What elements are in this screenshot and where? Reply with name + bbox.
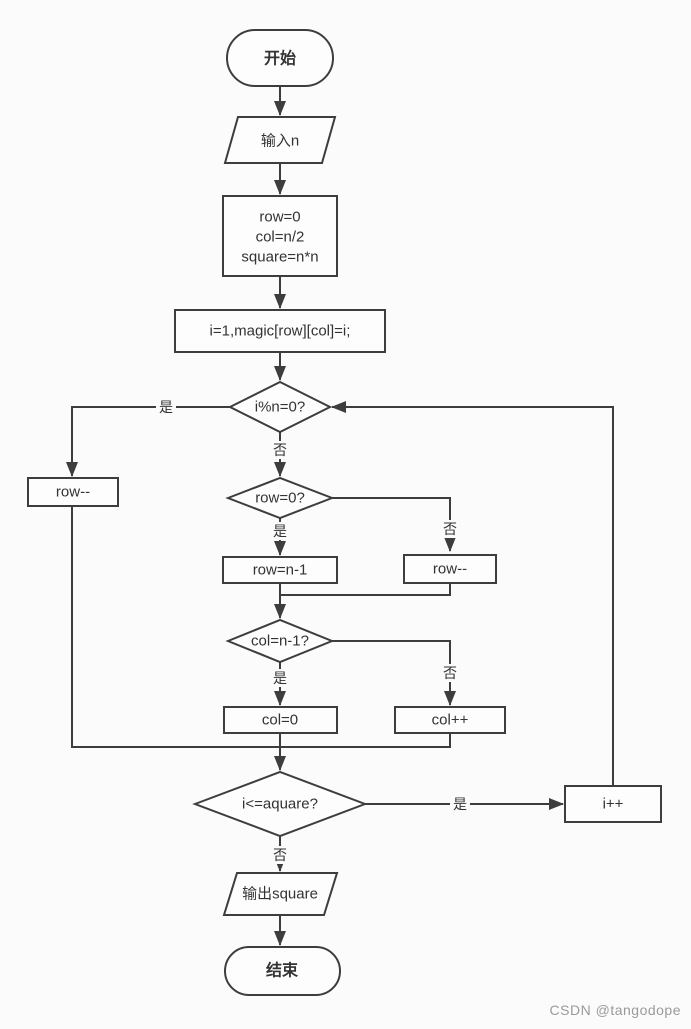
- decision-i-mod-n-label: i%n=0?: [255, 399, 305, 416]
- edge-label-dcol-no: 否: [440, 664, 460, 682]
- row-set-node: row=n-1: [222, 556, 338, 584]
- assign-node: i=1,magic[row][col]=i;: [174, 309, 386, 353]
- assign-label: i=1,magic[row][col]=i;: [210, 323, 351, 340]
- start-label: 开始: [264, 49, 296, 68]
- init-line-3: square=n*n: [241, 249, 318, 266]
- svg-text:是: 是: [159, 399, 173, 415]
- edge-rowdecleft-merge: [71, 506, 451, 748]
- edge-label-drow0-no: 否: [440, 520, 460, 538]
- edge-rowdecright-merge: [280, 583, 451, 596]
- edge-label-dcol-yes: 是: [270, 669, 290, 687]
- input-n-label: 输入n: [261, 133, 299, 150]
- i-inc-label: i++: [603, 796, 624, 813]
- edge-label-drow0-yes: 是: [270, 522, 290, 540]
- edge-label-dmod-no: 否: [270, 441, 290, 459]
- svg-text:否: 否: [273, 847, 287, 863]
- svg-text:是: 是: [273, 523, 287, 539]
- decision-loop-label: i<=aquare?: [242, 796, 318, 813]
- i-inc-node: i++: [564, 785, 662, 823]
- edge-dmod-yes: [66, 406, 230, 477]
- edge-drow0-no: [332, 497, 456, 552]
- svg-text:否: 否: [443, 665, 457, 681]
- output-label: 输出square: [242, 886, 318, 903]
- row-dec-right-node: row--: [403, 554, 497, 584]
- svg-text:是: 是: [453, 796, 467, 812]
- output-node: 输出square: [222, 872, 339, 916]
- decision-col-n-1-label: col=n-1?: [251, 633, 309, 650]
- decision-loop: i<=aquare?: [192, 770, 368, 838]
- col-set-node: col=0: [223, 706, 338, 734]
- decision-row-0-label: row=0?: [255, 490, 305, 507]
- csdn-watermark: CSDN @tangodope: [549, 1002, 681, 1018]
- init-line-2: col=n/2: [256, 229, 305, 246]
- col-inc-label: col++: [432, 712, 469, 729]
- decision-i-mod-n: i%n=0?: [227, 380, 333, 434]
- row-set-label: row=n-1: [253, 562, 308, 579]
- decision-col-n-1: col=n-1?: [225, 618, 335, 664]
- end-node: 结束: [224, 946, 341, 996]
- row-dec-left-label: row--: [56, 484, 90, 501]
- nodes: 开始 输入n row=0 col=n/2 square=n*n i=1,magi…: [27, 29, 662, 996]
- svg-text:否: 否: [443, 521, 457, 537]
- init-line-1: row=0: [259, 209, 300, 226]
- edges: [66, 86, 614, 946]
- row-dec-right-label: row--: [433, 561, 467, 578]
- edge-label-dloop-yes: 是: [450, 795, 470, 813]
- input-n-node: 输入n: [223, 116, 337, 164]
- end-label: 结束: [265, 961, 299, 980]
- edge-dcol-no: [332, 640, 456, 706]
- init-node: row=0 col=n/2 square=n*n: [222, 195, 338, 277]
- edge-label-dmod-yes: 是: [156, 398, 176, 416]
- row-dec-left-node: row--: [27, 477, 119, 507]
- col-inc-node: col++: [394, 706, 506, 734]
- start-node: 开始: [226, 29, 334, 87]
- edge-iinc-dmod: [331, 401, 614, 786]
- decision-row-0: row=0?: [225, 476, 335, 520]
- svg-text:否: 否: [273, 442, 287, 458]
- col-set-label: col=0: [262, 712, 298, 729]
- svg-text:是: 是: [273, 670, 287, 686]
- edge-label-dloop-no: 否: [270, 846, 290, 864]
- edge-labels: 是 否 是 否 是 否 是 否: [156, 398, 470, 864]
